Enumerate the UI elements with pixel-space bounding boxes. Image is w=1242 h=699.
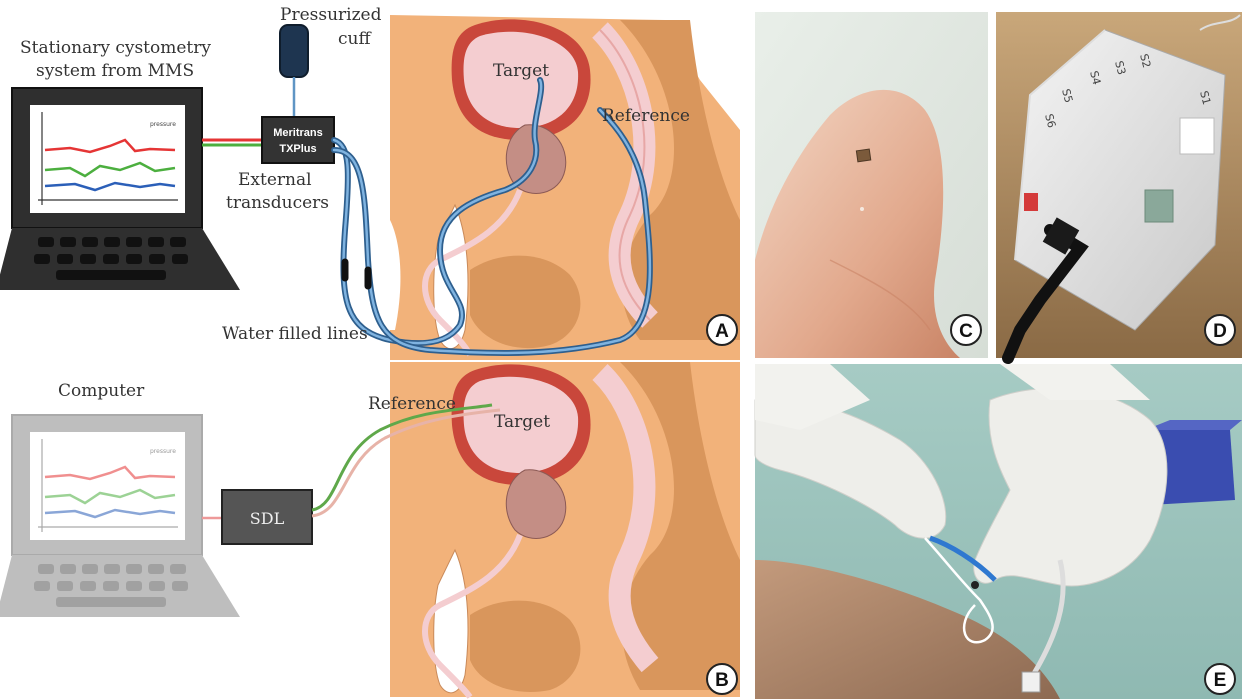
device-label-sticker bbox=[1180, 118, 1214, 154]
pressurized-label-2: cuff bbox=[338, 29, 372, 49]
connector-e bbox=[1022, 672, 1040, 692]
anatomy-a bbox=[390, 15, 740, 360]
reference-label-a: Reference bbox=[602, 106, 690, 126]
panel-b: pressure SDL Computer Reference Target bbox=[0, 362, 740, 697]
thumb-highlight bbox=[860, 207, 864, 211]
cystometry-label-1: Stationary cystometry bbox=[20, 38, 211, 58]
external-label-2: transducers bbox=[226, 193, 329, 213]
reference-label-b: Reference bbox=[368, 394, 456, 414]
external-label-1: External bbox=[238, 170, 312, 190]
computer-label: Computer bbox=[58, 381, 145, 401]
laptop-a: pressure bbox=[0, 88, 240, 290]
pressurized-label-1: Pressurized bbox=[280, 5, 382, 25]
panel-a: pressure Meritrans TXPlus bbox=[0, 5, 740, 360]
cystometry-label-2: system from MMS bbox=[36, 61, 194, 81]
microsensor-chip bbox=[856, 149, 870, 162]
device-led bbox=[1024, 193, 1038, 211]
panel-c-photo: C bbox=[755, 12, 988, 358]
pressurized-cuff bbox=[280, 25, 308, 77]
water-lines-label: Water filled lines bbox=[222, 324, 368, 344]
panel-d-photo: S2 S1 S3 S4 S5 S6 D bbox=[996, 12, 1242, 358]
laptop-b: pressure bbox=[0, 415, 240, 617]
sdl-label: SDL bbox=[250, 509, 285, 528]
screen-legend-b: pressure bbox=[150, 448, 176, 455]
device-circuit bbox=[1145, 190, 1173, 222]
entry-point bbox=[971, 581, 979, 589]
badge-d: D bbox=[1213, 321, 1227, 342]
meritrans-label-1: Meritrans bbox=[273, 127, 323, 139]
panel-e-photo: E bbox=[755, 364, 1242, 699]
badge-c: C bbox=[959, 321, 973, 342]
screen-legend-a: pressure bbox=[150, 121, 176, 128]
target-label-a: Target bbox=[493, 61, 549, 81]
badge-b: B bbox=[715, 670, 729, 691]
meritrans-label-2: TXPlus bbox=[279, 143, 316, 155]
meritrans-box bbox=[262, 117, 334, 163]
badge-e: E bbox=[1214, 670, 1227, 691]
target-label-b: Target bbox=[494, 412, 550, 432]
badge-a: A bbox=[715, 321, 729, 342]
